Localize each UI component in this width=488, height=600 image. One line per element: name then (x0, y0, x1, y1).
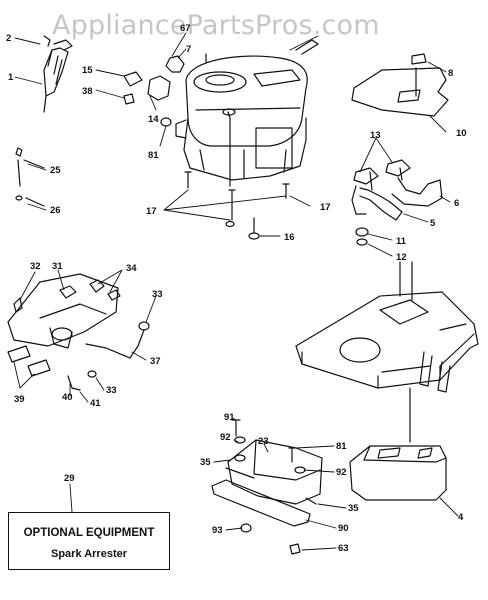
throttle-control-assembly (43, 35, 73, 113)
callout-33-lower: 33 (106, 385, 117, 396)
callout-29: 29 (64, 473, 75, 484)
callout-17: 17 (146, 206, 157, 217)
callout-91: 91 (224, 412, 235, 423)
callout-31: 31 (52, 261, 63, 272)
callout-11: 11 (396, 236, 407, 247)
leader-lines (13, 32, 459, 551)
callout-35-right: 35 (348, 503, 359, 514)
callout-81-lower: 81 (336, 441, 347, 452)
callout-63: 63 (338, 543, 349, 554)
callout-25: 25 (50, 165, 61, 176)
electrical-assembly (7, 273, 150, 391)
callout-38: 38 (82, 86, 93, 97)
callout-17-right: 17 (320, 202, 331, 213)
exhaust-pipes (351, 159, 443, 246)
callout-32: 32 (30, 261, 41, 272)
callout-26: 26 (50, 205, 61, 216)
callout-16: 16 (284, 232, 295, 243)
callout-92-right: 92 (336, 467, 347, 478)
callout-93: 93 (212, 525, 223, 536)
callout-labels: 2 1 67 7 15 38 14 81 8 10 13 6 5 11 12 2… (6, 23, 467, 554)
engine-mount-bolts (184, 171, 290, 240)
callout-13: 13 (370, 130, 381, 141)
callout-33: 33 (152, 289, 163, 300)
watermark-text: AppliancePartsPros.com (52, 10, 380, 41)
callout-14: 14 (148, 114, 159, 125)
callout-10: 10 (456, 128, 467, 139)
callout-39: 39 (14, 394, 25, 405)
callout-5: 5 (430, 218, 436, 229)
callout-37: 37 (150, 356, 161, 367)
callout-35: 35 (200, 457, 211, 468)
callout-90: 90 (338, 523, 349, 534)
callout-81: 81 (148, 150, 159, 161)
callout-6: 6 (454, 198, 459, 209)
spark-arrester (211, 419, 323, 555)
chassis-plate (295, 261, 479, 393)
muffler (349, 387, 447, 501)
small-bracket-25-26 (15, 147, 45, 207)
callout-12: 12 (396, 252, 407, 263)
callout-92: 92 (220, 432, 231, 443)
callout-1: 1 (8, 72, 14, 83)
optional-equipment-box: OPTIONAL EQUIPMENT Spark Arrester (8, 512, 170, 570)
heat-shield (351, 53, 449, 117)
callout-4: 4 (458, 512, 464, 523)
callout-15: 15 (82, 65, 93, 76)
callout-34: 34 (126, 263, 137, 274)
callout-7: 7 (186, 44, 191, 55)
spark-arrester-label: Spark Arrester (50, 548, 128, 560)
callout-23: 23 (258, 436, 269, 447)
callout-41: 41 (90, 398, 101, 409)
callout-8: 8 (448, 68, 453, 79)
callout-67: 67 (180, 23, 191, 34)
optional-equipment-title: OPTIONAL EQUIPMENT (23, 527, 155, 539)
callout-40: 40 (62, 392, 73, 403)
engine (123, 39, 319, 187)
callout-2: 2 (6, 33, 11, 44)
